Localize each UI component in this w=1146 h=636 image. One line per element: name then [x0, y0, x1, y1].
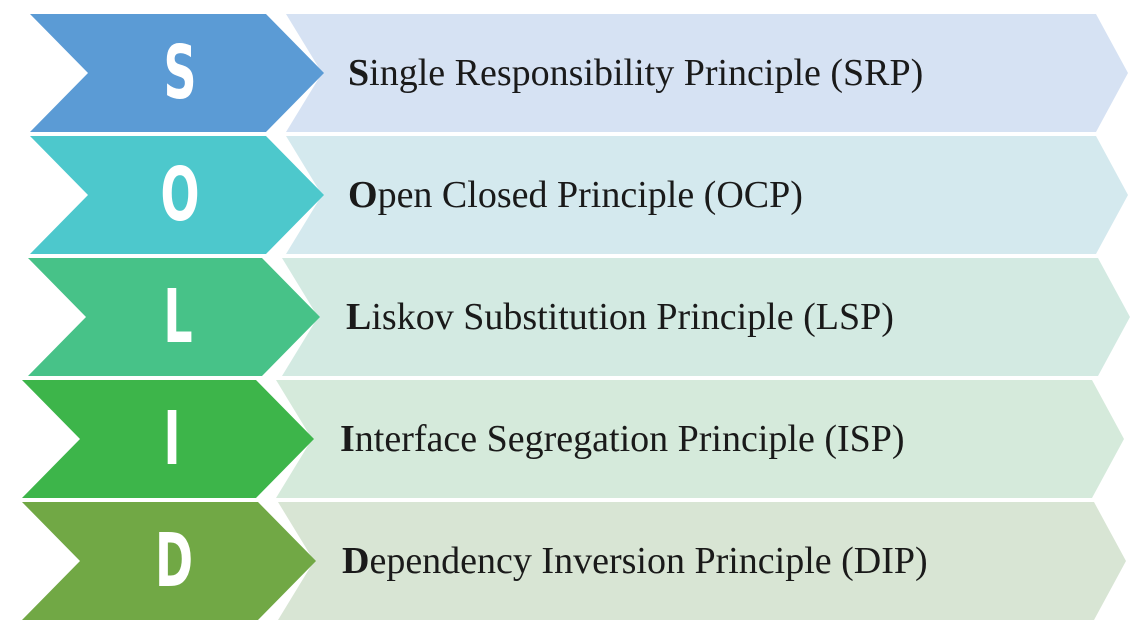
chevron-letter: I — [163, 396, 181, 482]
letter-chevron — [22, 380, 314, 498]
row-graphic — [22, 502, 1126, 620]
letter-chevron — [22, 502, 316, 620]
principle-banner — [286, 136, 1128, 254]
principle-initial: O — [348, 174, 378, 216]
principle-initial: S — [348, 52, 370, 94]
chevron-letter: O — [160, 152, 200, 238]
principle-banner — [286, 14, 1128, 132]
row-graphic — [30, 136, 1128, 254]
principle-rest: nterface Segregation Principle (ISP) — [354, 418, 905, 460]
principle-rest: ependency Inversion Principle (DIP) — [369, 540, 928, 582]
principle-initial: L — [346, 296, 372, 338]
chevron-letter: S — [163, 30, 197, 116]
row-graphic — [30, 14, 1128, 132]
row-graphic — [28, 258, 1130, 376]
row-graphic — [22, 380, 1124, 498]
letter-chevron — [30, 14, 324, 132]
principle-banner — [278, 502, 1126, 620]
principle-rest: ingle Responsibility Principle (SRP) — [369, 52, 924, 94]
principle-initial: I — [340, 418, 355, 460]
chevron-letter: D — [154, 518, 194, 604]
principle-rest: iskov Substitution Principle (LSP) — [371, 296, 894, 338]
principle-banner — [276, 380, 1124, 498]
chevron-letter: L — [163, 274, 193, 360]
principle-banner — [282, 258, 1130, 376]
letter-chevron — [28, 258, 320, 376]
principle-rest: pen Closed Principle (OCP) — [377, 174, 803, 216]
letter-chevron — [30, 136, 324, 254]
principle-initial: D — [342, 540, 370, 582]
